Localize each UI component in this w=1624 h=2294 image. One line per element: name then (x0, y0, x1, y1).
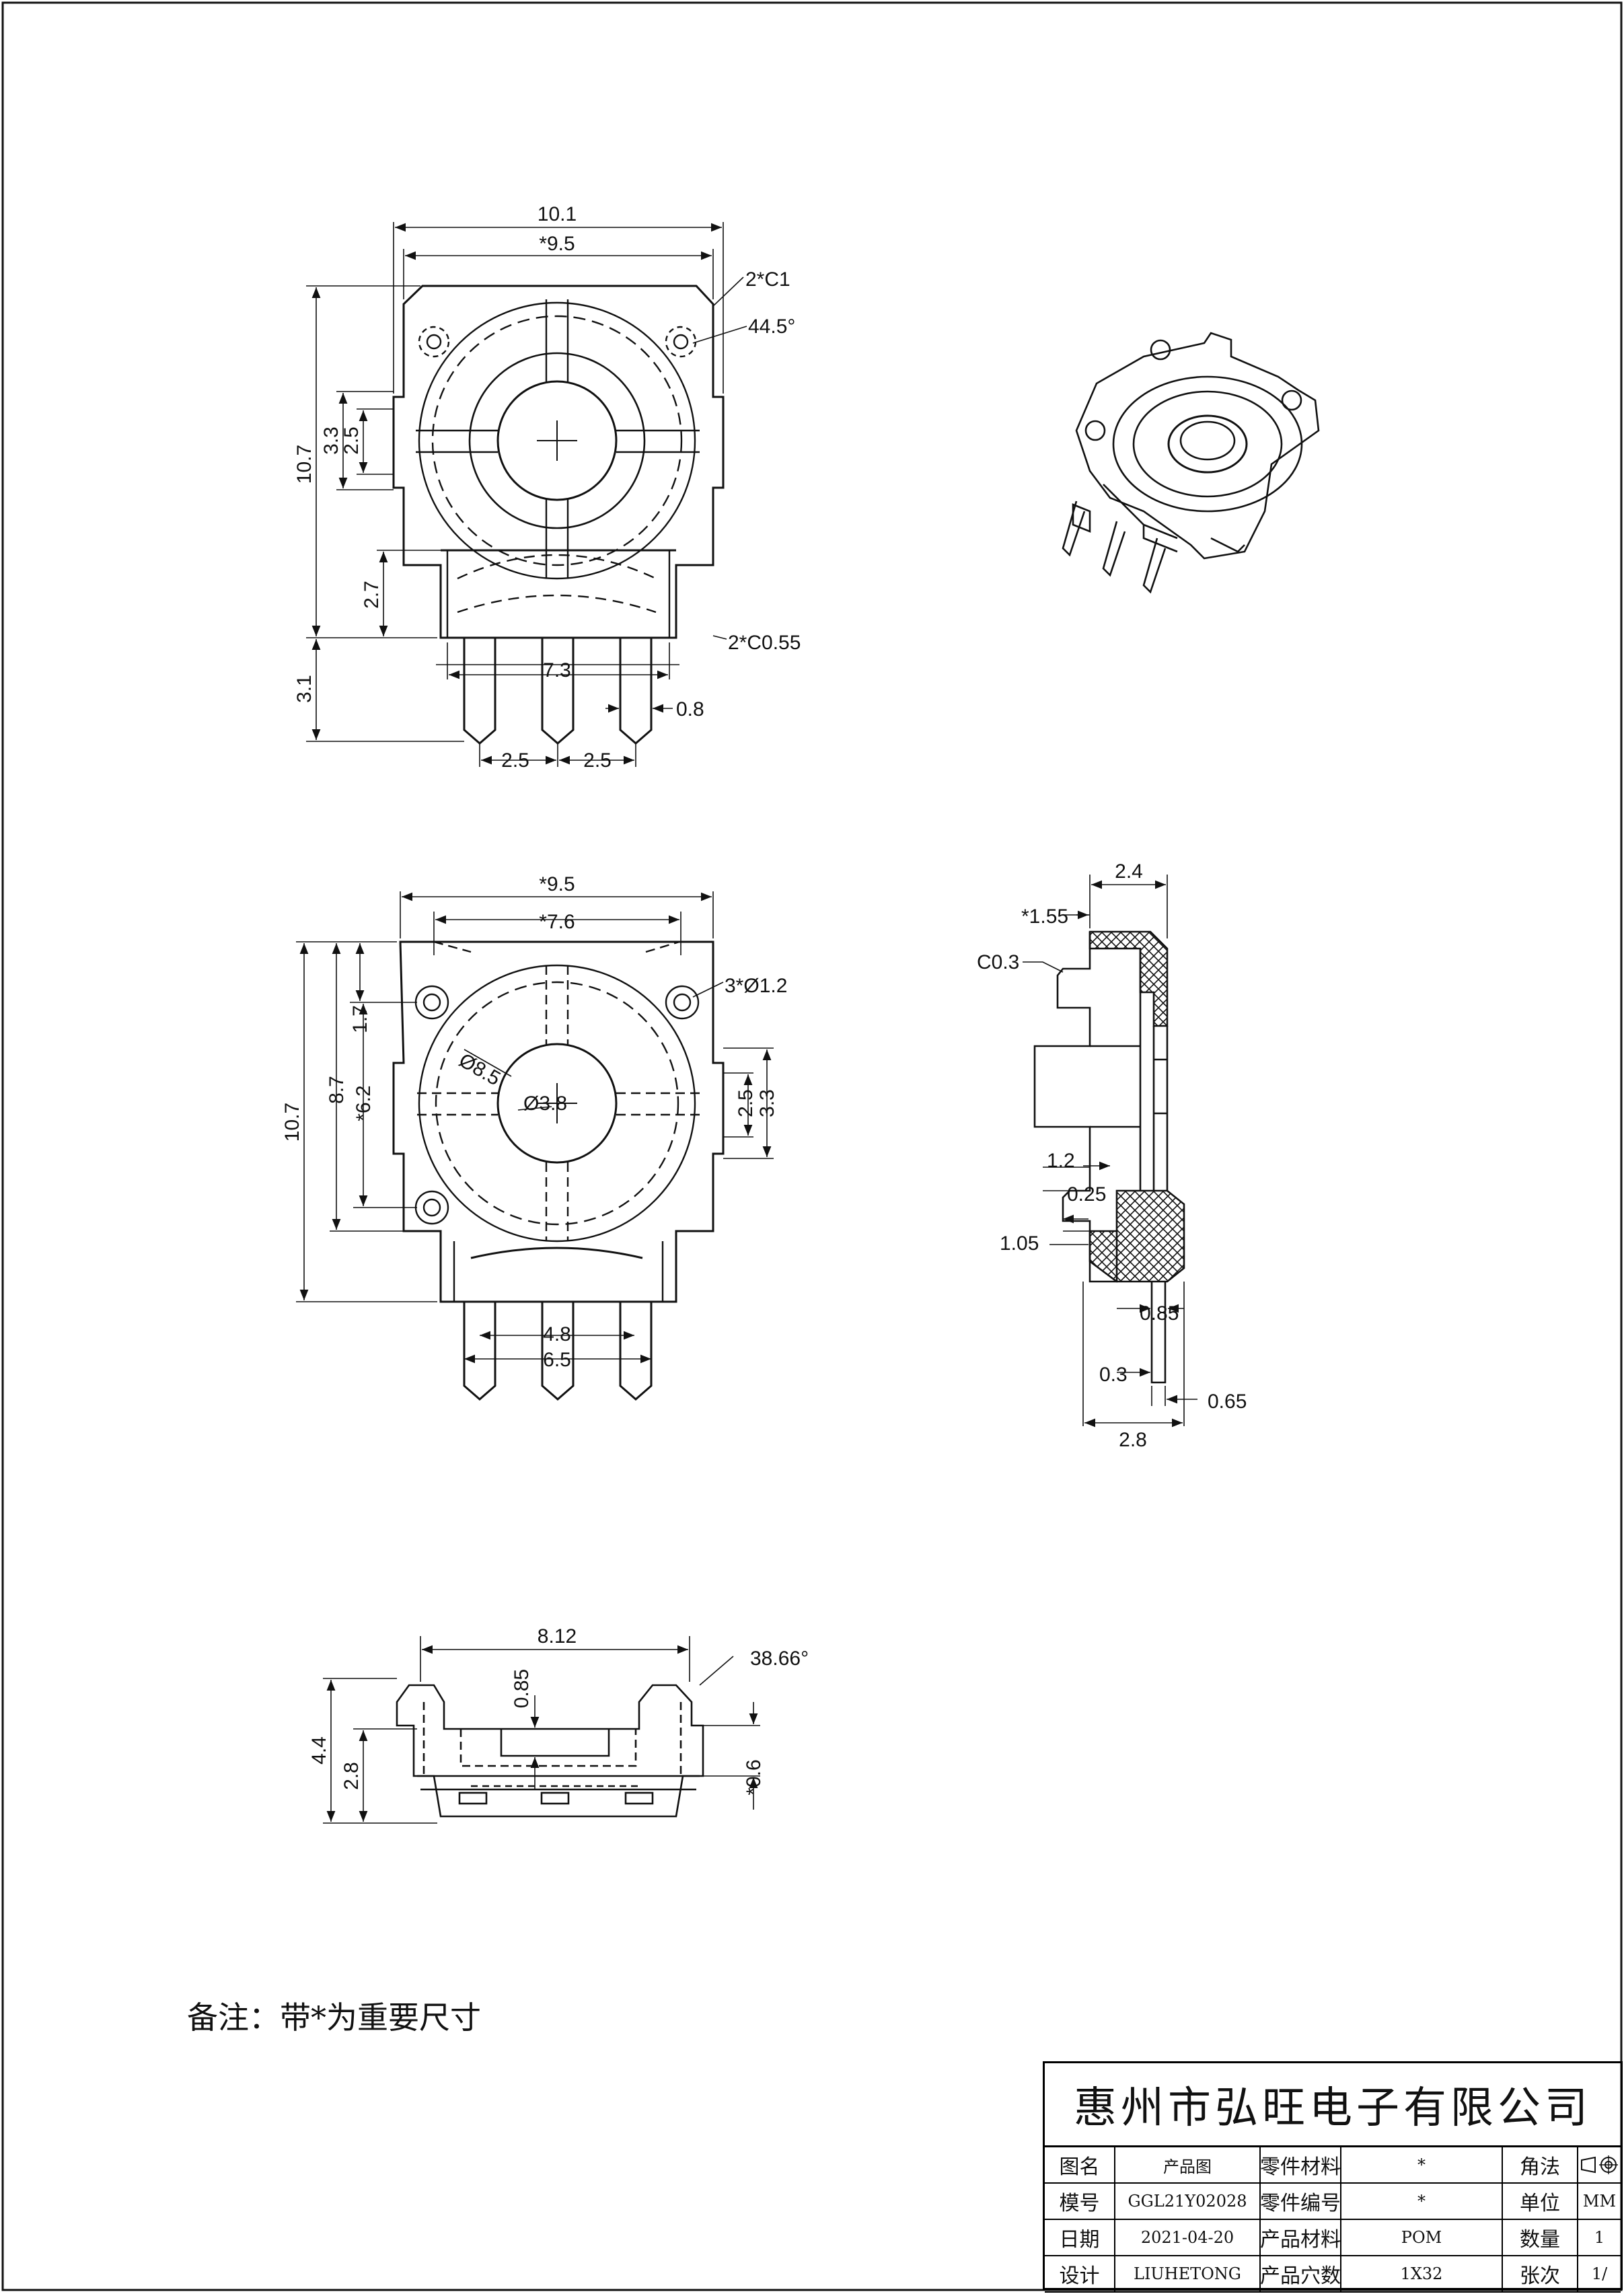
company-name: 惠州市弘旺电子有限公司 (1045, 2063, 1621, 2147)
dim-side-0-85: 0.85 (1140, 1302, 1179, 1325)
dim-side-2-4: 2.4 (1115, 860, 1143, 883)
dim-10-1: 10.1 (538, 203, 577, 225)
bottom-view-dimensions: 8.12 38.66° 0.85 4.4 2.8 *0.6 (308, 1625, 809, 1796)
dim-side-1-05: 1.05 (1000, 1232, 1039, 1255)
dim-2c1: 2*C1 (745, 268, 790, 291)
dim-2-5: 2.5 (340, 427, 363, 455)
dim-side-1-2: 1.2 (1047, 1150, 1075, 1172)
cell-label-drawing-name: 图名 (1045, 2147, 1115, 2184)
dim-bottom-4-4: 4.4 (308, 1736, 330, 1765)
dim-pitch-left: 2.5 (501, 749, 529, 772)
dim-side-0-3: 0.3 (1099, 1364, 1128, 1386)
dim-10-7: 10.7 (293, 445, 316, 484)
cell-cavities: 1X32 (1341, 2256, 1503, 2293)
projection-symbol-icon (1578, 2147, 1621, 2184)
side-view (1023, 875, 1197, 1428)
cell-designer: LIUHETONG (1115, 2256, 1261, 2293)
cell-label-cavities: 产品穴数 (1261, 2256, 1341, 2293)
cell-label-unit: 单位 (1503, 2184, 1578, 2220)
dim-side-c03: C0.3 (977, 951, 1019, 973)
dim-side-1-55: *1.55 (1021, 905, 1068, 928)
dim-back-phi38: Ø3.8 (523, 1093, 567, 1115)
dim-back-3phi: 3*Ø1.2 (725, 975, 787, 997)
cell-label-part-material: 零件材料 (1261, 2147, 1341, 2184)
important-dimension-note: 备注：带*为重要尺寸 (187, 1999, 481, 2036)
dim-44-5: 44.5° (748, 316, 795, 338)
cell-drawing-name: 产品图 (1115, 2147, 1261, 2184)
cell-mold-no: GGL21Y02028 (1115, 2184, 1261, 2220)
dim-2c055: 2*C0.55 (728, 632, 801, 654)
cell-label-date: 日期 (1045, 2220, 1115, 2256)
front-view-dimensions: 10.1 *9.5 2*C1 44.5° 10.7 3.3 2.5 2.7 3.… (293, 203, 801, 772)
dim-back-8-7: 8.7 (326, 1076, 348, 1104)
cell-unit: MM (1578, 2184, 1621, 2220)
dim-back-phi85: Ø8.5 (455, 1049, 505, 1090)
cell-label-part-no: 零件编号 (1261, 2184, 1341, 2220)
dim-back-2-5: 2.5 (735, 1089, 757, 1117)
cell-sheet: 1/ (1578, 2256, 1621, 2293)
dim-pitch-right: 2.5 (583, 749, 612, 772)
dim-bottom-8-12: 8.12 (538, 1625, 577, 1648)
isometric-view (1062, 332, 1320, 594)
cell-label-sheet: 张次 (1503, 2256, 1578, 2293)
dim-3-3: 3.3 (320, 427, 342, 455)
dim-bottom-0-85: 0.85 (511, 1669, 533, 1708)
back-view (296, 891, 774, 1401)
dim-9-5: *9.5 (539, 233, 575, 255)
dim-back-1-7: 1.7 (349, 1005, 371, 1033)
dim-back-9-5: *9.5 (539, 873, 575, 895)
cell-part-no: * (1341, 2184, 1503, 2220)
cell-label-projection: 角法 (1503, 2147, 1578, 2184)
dim-bottom-2-8: 2.8 (340, 1762, 363, 1790)
cell-label-designer: 设计 (1045, 2256, 1115, 2293)
cell-label-quantity: 数量 (1503, 2220, 1578, 2256)
title-block: 惠州市弘旺电子有限公司 图名 产品图 零件材料 * 角法 模号 GGL21Y02… (1043, 2061, 1623, 2293)
title-block-grid: 图名 产品图 零件材料 * 角法 模号 GGL21Y02028 零件编号 * 单… (1045, 2147, 1621, 2293)
dim-0-8: 0.8 (676, 698, 704, 720)
back-view-dimensions: *9.5 *7.6 3*Ø1.2 1.7 10.7 8.7 *6.2 Ø8.5 … (281, 873, 787, 1371)
dim-side-2-8: 2.8 (1119, 1429, 1147, 1451)
cell-product-material: POM (1341, 2220, 1503, 2256)
cell-quantity: 1 (1578, 2220, 1621, 2256)
dim-back-4-8: 4.8 (543, 1323, 571, 1345)
bottom-view (323, 1636, 760, 1824)
cell-part-material: * (1341, 2147, 1503, 2184)
front-view (306, 222, 747, 767)
cell-label-product-material: 产品材料 (1261, 2220, 1341, 2256)
cell-date: 2021-04-20 (1115, 2220, 1261, 2256)
dim-side-0-65: 0.65 (1208, 1391, 1247, 1413)
dim-back-10-7: 10.7 (281, 1103, 303, 1142)
side-view-dimensions: 2.4 *1.55 C0.3 1.2 0.25 1.05 0.85 0.3 0.… (977, 860, 1247, 1451)
first-angle-projection-icon (1580, 2155, 1618, 2174)
cell-label-mold-no: 模号 (1045, 2184, 1115, 2220)
dim-back-7-6: *7.6 (539, 911, 575, 933)
dim-side-0-25: 0.25 (1067, 1183, 1106, 1206)
dim-bottom-0-6: *0.6 (743, 1759, 765, 1795)
dim-back-6-2: *6.2 (353, 1085, 375, 1121)
dim-bottom-38-66: 38.66° (750, 1648, 809, 1670)
dim-3-1: 3.1 (293, 675, 316, 703)
dim-back-3-3: 3.3 (756, 1089, 778, 1117)
dim-back-6-5: 6.5 (543, 1349, 571, 1371)
dim-2-7: 2.7 (361, 581, 383, 609)
dim-7-3: 7.3 (543, 659, 571, 681)
